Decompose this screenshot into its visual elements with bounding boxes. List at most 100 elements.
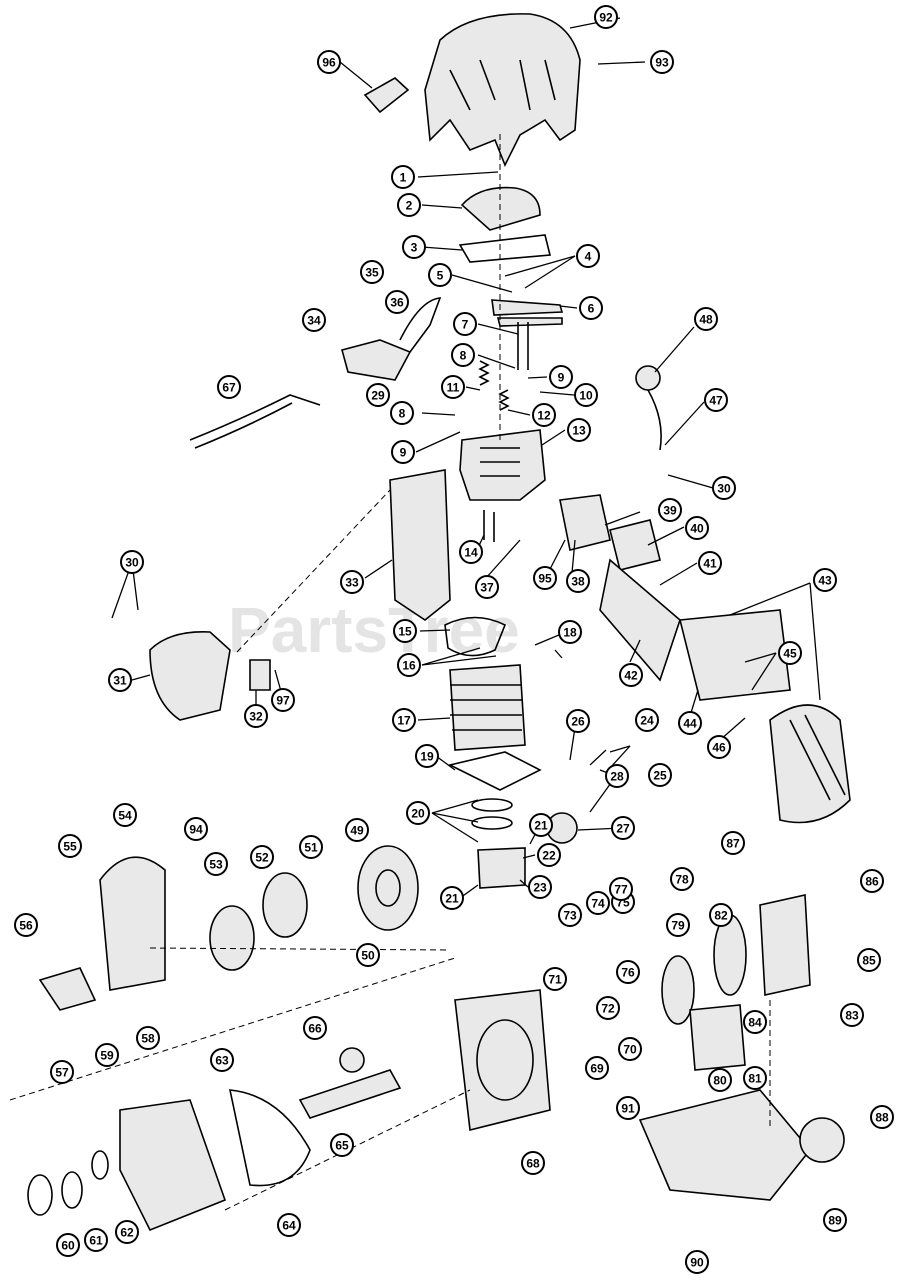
callout-circle xyxy=(299,835,323,859)
callout-number: 97 xyxy=(276,694,290,708)
part-air-filter-box xyxy=(149,631,231,721)
callout-85: 85 xyxy=(857,948,881,972)
part-drive-pulley xyxy=(713,914,747,996)
part-governor-gear xyxy=(661,955,695,1025)
part-piston xyxy=(477,847,526,889)
callout-64: 64 xyxy=(277,1213,301,1237)
callout-circle xyxy=(605,764,629,788)
callout-circle xyxy=(113,803,137,827)
part-rocker-cover xyxy=(460,186,541,231)
callout-18: 18 xyxy=(558,620,582,644)
callout-number: 90 xyxy=(690,1256,704,1270)
callout-number: 4 xyxy=(585,250,592,264)
callout-14: 14 xyxy=(459,540,483,564)
callout-40: 40 xyxy=(685,516,709,540)
callout-number: 84 xyxy=(748,1016,762,1030)
callout-59: 59 xyxy=(95,1043,119,1067)
callout-circle xyxy=(366,383,390,407)
callout-number: 52 xyxy=(255,851,269,865)
callout-circle xyxy=(585,1056,609,1080)
callout-38: 38 xyxy=(566,569,590,593)
callout-circle xyxy=(619,663,643,687)
callout-number: 56 xyxy=(19,919,33,933)
part-choke-assembly xyxy=(609,519,661,571)
callout-number: 11 xyxy=(447,381,460,395)
callout-8: 8 xyxy=(390,401,414,425)
callout-70: 70 xyxy=(618,1037,642,1061)
callout-circle xyxy=(870,1105,894,1129)
callout-2: 2 xyxy=(397,193,421,217)
callout-circle xyxy=(635,708,659,732)
part-cylinder-gasket xyxy=(444,616,507,657)
callout-circle xyxy=(120,550,144,574)
callout-number: 88 xyxy=(875,1111,889,1125)
callout-circle xyxy=(558,903,582,927)
callout-5: 5 xyxy=(428,263,452,287)
callout-42: 42 xyxy=(619,663,643,687)
callout-84: 84 xyxy=(743,1010,767,1034)
callout-63: 63 xyxy=(210,1048,234,1072)
part-bearings-seals xyxy=(27,1150,109,1216)
callout-circle xyxy=(440,886,464,910)
callout-circle xyxy=(459,540,483,564)
callout-circle xyxy=(685,516,709,540)
callout-11: 11 xyxy=(441,375,465,399)
callout-number: 13 xyxy=(572,424,586,438)
callout-number: 34 xyxy=(307,314,321,328)
callout-circle xyxy=(250,845,274,869)
callout-33: 33 xyxy=(340,570,364,594)
callout-21: 21 xyxy=(440,886,464,910)
callout-number: 39 xyxy=(663,504,677,518)
callout-25: 25 xyxy=(648,763,672,787)
callout-53: 53 xyxy=(204,852,228,876)
callout-circle xyxy=(356,943,380,967)
callout-circle xyxy=(217,375,241,399)
callout-number: 23 xyxy=(533,881,547,895)
callout-number: 82 xyxy=(714,909,728,923)
callout-78: 78 xyxy=(670,867,694,891)
callout-circle xyxy=(244,704,268,728)
callout-1: 1 xyxy=(391,165,415,189)
callout-circle xyxy=(650,50,674,74)
callout-circle xyxy=(666,913,690,937)
callout-circle xyxy=(385,290,409,314)
part-gear-cover xyxy=(759,894,811,996)
callout-circle xyxy=(707,735,731,759)
callout-circle xyxy=(475,575,499,599)
callout-number: 47 xyxy=(709,394,723,408)
callout-87: 87 xyxy=(721,831,745,855)
callout-95: 95 xyxy=(533,566,557,590)
part-fan-housing xyxy=(99,856,166,991)
callout-72: 72 xyxy=(596,996,620,1020)
callout-number: 93 xyxy=(655,56,669,70)
callout-number: 41 xyxy=(703,557,717,571)
callout-circle xyxy=(574,383,598,407)
callout-number: 2 xyxy=(406,199,413,213)
callout-13: 13 xyxy=(567,418,591,442)
callout-circle xyxy=(618,1037,642,1061)
callout-19: 19 xyxy=(415,744,439,768)
part-intake-manifold xyxy=(341,297,442,381)
callout-46: 46 xyxy=(707,735,731,759)
callout-35: 35 xyxy=(360,260,384,284)
callout-circle xyxy=(549,365,573,389)
callout-circle xyxy=(340,570,364,594)
callout-circle xyxy=(609,877,633,901)
callout-number: 77 xyxy=(614,883,628,897)
callout-52: 52 xyxy=(250,845,274,869)
callout-number: 68 xyxy=(526,1157,540,1171)
callout-number: 57 xyxy=(55,1066,69,1080)
callout-circle xyxy=(616,960,640,984)
callout-number: 42 xyxy=(624,669,638,683)
callout-80: 80 xyxy=(708,1068,732,1092)
callout-circle xyxy=(397,193,421,217)
callout-circle xyxy=(406,801,430,825)
callout-number: 65 xyxy=(335,1139,349,1153)
callout-circle xyxy=(537,843,561,867)
callout-number: 96 xyxy=(322,56,336,70)
callout-43: 43 xyxy=(813,568,837,592)
part-fuel-line xyxy=(189,394,321,449)
callout-circle xyxy=(596,996,620,1020)
callout-number: 74 xyxy=(591,897,605,911)
